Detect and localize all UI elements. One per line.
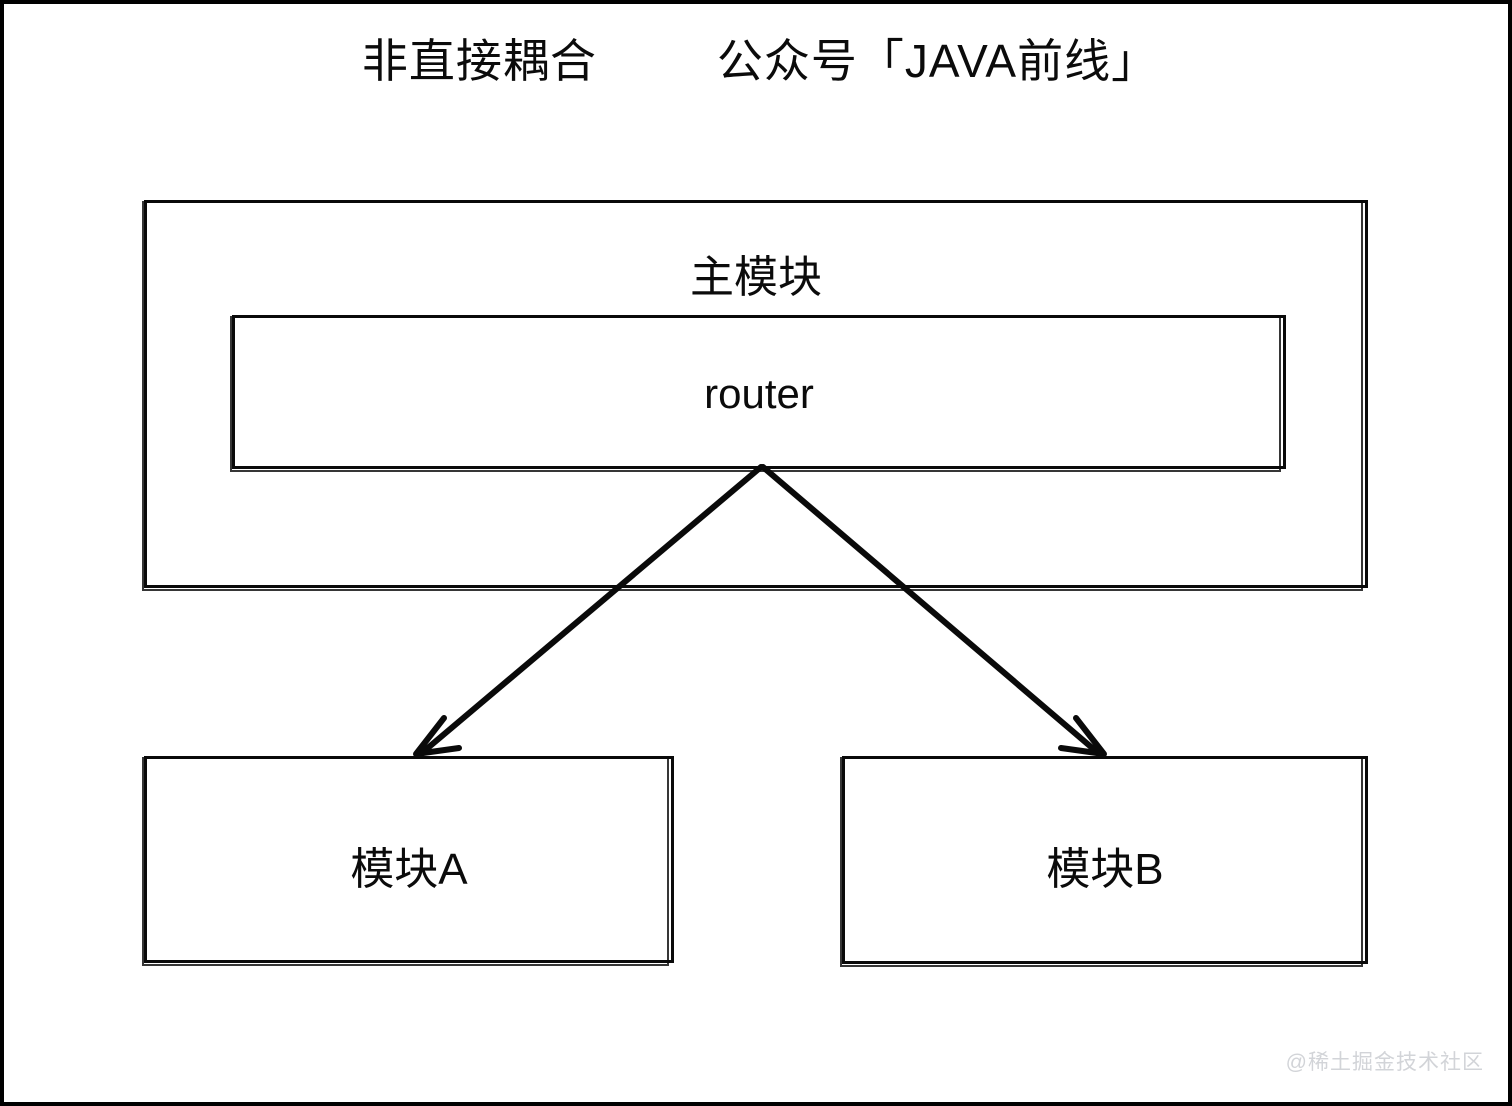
node-module-a-label: 模块A [350, 845, 468, 894]
node-router-label: router [704, 370, 814, 417]
diagram-subtitle-account: 公众号「JAVA前线」 [716, 35, 1159, 87]
node-module-b[interactable]: 模块B [840, 756, 1368, 967]
diagram-title: 非直接耦合 [361, 35, 597, 87]
arrowhead-module-b-icon [1058, 715, 1107, 757]
watermark: @稀土掘金技术社区 [1285, 1051, 1484, 1074]
node-module-b-label: 模块B [1046, 845, 1164, 894]
node-module-a[interactable]: 模块A [142, 756, 674, 966]
node-main-module-label: 主模块 [690, 253, 822, 302]
arrowhead-module-a-icon [413, 715, 462, 757]
node-router[interactable]: router [230, 315, 1286, 472]
title-row: 非直接耦合 公众号「JAVA前线」 [4, 35, 1508, 87]
